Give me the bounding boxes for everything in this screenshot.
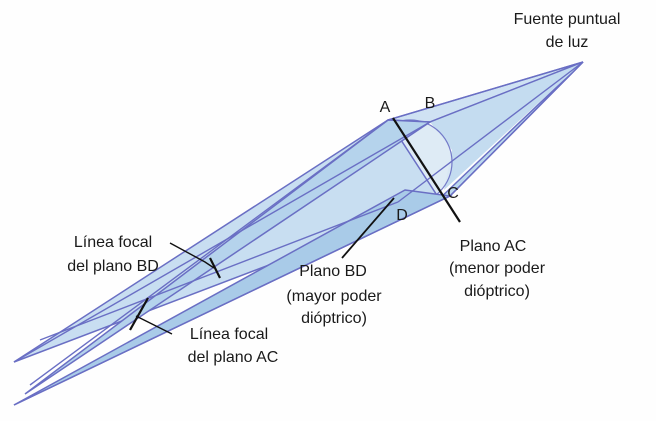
point-b-label: B <box>425 95 436 112</box>
point-c-label: C <box>447 185 459 202</box>
focal-bd-label-line-2: del plano BD <box>67 258 159 275</box>
point-d-label: D <box>396 207 408 224</box>
plane-ac-label-line-2: (menor poder <box>449 260 546 277</box>
point-a-label: A <box>380 99 391 116</box>
source-label-line-1: Fuente puntual <box>514 11 621 28</box>
focal-ac-label-line-2: del plano AC <box>188 349 279 366</box>
focal-bd-label-line-1: Línea focal <box>74 234 152 251</box>
source-label-line-2: de luz <box>546 34 589 51</box>
plane-ac-label-line-1: Plano AC <box>460 238 527 255</box>
cone-fill <box>430 62 583 190</box>
plane-bd-label-line-3: dióptrico) <box>301 310 367 327</box>
ray-3 <box>30 120 388 385</box>
plane-bd-label-line-2: (mayor poder <box>286 288 382 305</box>
focal-ac-label-line-1: Línea focal <box>190 326 268 343</box>
plane-ac-label-line-3: dióptrico) <box>464 283 530 300</box>
plane-bd-label-line-1: Plano BD <box>299 263 367 280</box>
